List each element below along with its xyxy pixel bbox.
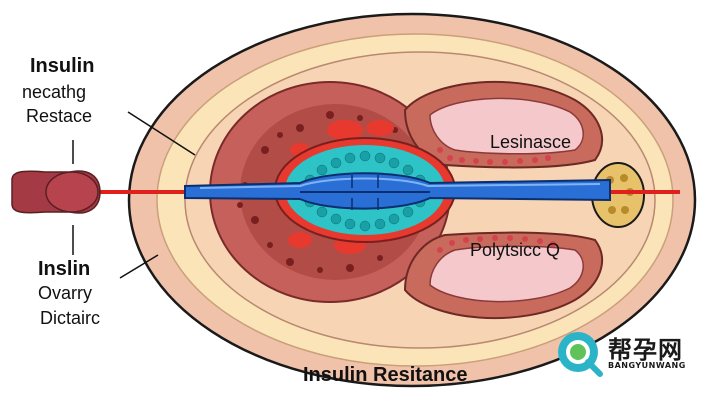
vessel-ticks xyxy=(351,175,379,210)
upper-lobe-inner xyxy=(429,97,584,155)
watermark-logo-icon xyxy=(558,332,603,377)
label-lesinasce: Lesinasce xyxy=(490,132,572,152)
label-insulin-top: Insulin xyxy=(30,55,95,77)
watermark: 帮孕网 BANGYUNWANG xyxy=(558,326,698,378)
left-tube-knob xyxy=(45,171,99,213)
label-ovarry: Ovarry xyxy=(38,283,92,303)
blue-vessel-highlight xyxy=(199,177,601,189)
watermark-title: 帮孕网 xyxy=(608,336,683,364)
tissue-red-blobs xyxy=(288,120,394,254)
leader-lines xyxy=(72,111,196,279)
lower-lobe-inner xyxy=(429,245,584,303)
label-dictairc: Dictairc xyxy=(40,308,101,328)
watermark-subtitle: BANGYUNWANG xyxy=(608,361,686,370)
label-inslin: Inslin xyxy=(38,258,91,280)
label-necathg: necathg xyxy=(22,82,87,102)
label-restace: Restace xyxy=(26,106,93,126)
diagram-caption: Insulin Resitance xyxy=(303,364,468,386)
blue-vessel xyxy=(184,172,611,210)
follicle-dots xyxy=(437,147,556,253)
label-polytsicc: Polytsicc Q xyxy=(470,240,561,260)
